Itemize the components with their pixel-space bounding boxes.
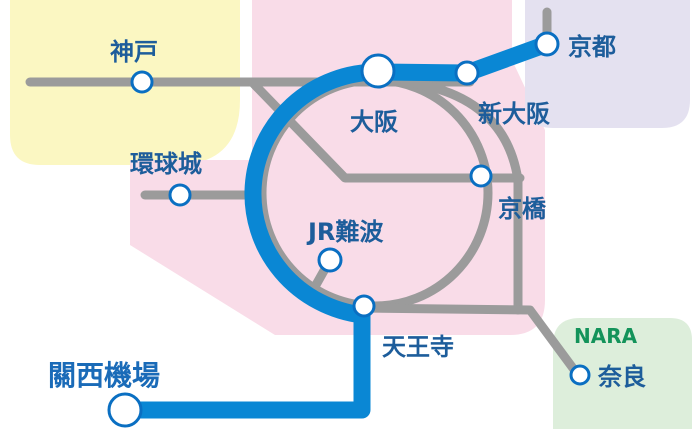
haruka-route	[125, 36, 550, 419]
label-kansai-airport: 關西機場	[48, 359, 160, 392]
label-nara-en: NARA	[574, 324, 638, 348]
nara-line	[360, 303, 583, 380]
kyoto-area	[525, 0, 690, 128]
label-tennoji: 天王寺	[382, 333, 454, 361]
station-jr-namba[interactable]	[317, 247, 343, 273]
station-tennoji[interactable]	[352, 294, 376, 318]
label-universal: 環球城	[130, 150, 202, 178]
nara-area	[553, 318, 692, 429]
station-kyoto[interactable]	[534, 31, 560, 57]
label-kyobashi: 京橋	[498, 195, 547, 223]
station-shin-osaka[interactable]	[454, 60, 480, 86]
station-universal[interactable]	[168, 183, 192, 207]
station-kyobashi[interactable]	[469, 164, 493, 188]
station-kobe[interactable]	[130, 70, 154, 94]
osaka-higashi-line	[400, 77, 523, 315]
label-shin-osaka: 新大阪	[478, 100, 550, 128]
station-nara[interactable]	[569, 364, 591, 386]
label-jr-namba: JR難波	[306, 218, 384, 246]
station-kansai-airport[interactable]	[107, 392, 143, 428]
station-osaka[interactable]	[360, 53, 396, 89]
label-nara: 奈良	[597, 363, 646, 391]
label-kyoto: 京都	[568, 33, 616, 61]
label-osaka: 大阪	[350, 108, 398, 136]
label-kobe: 神戸	[110, 38, 158, 66]
